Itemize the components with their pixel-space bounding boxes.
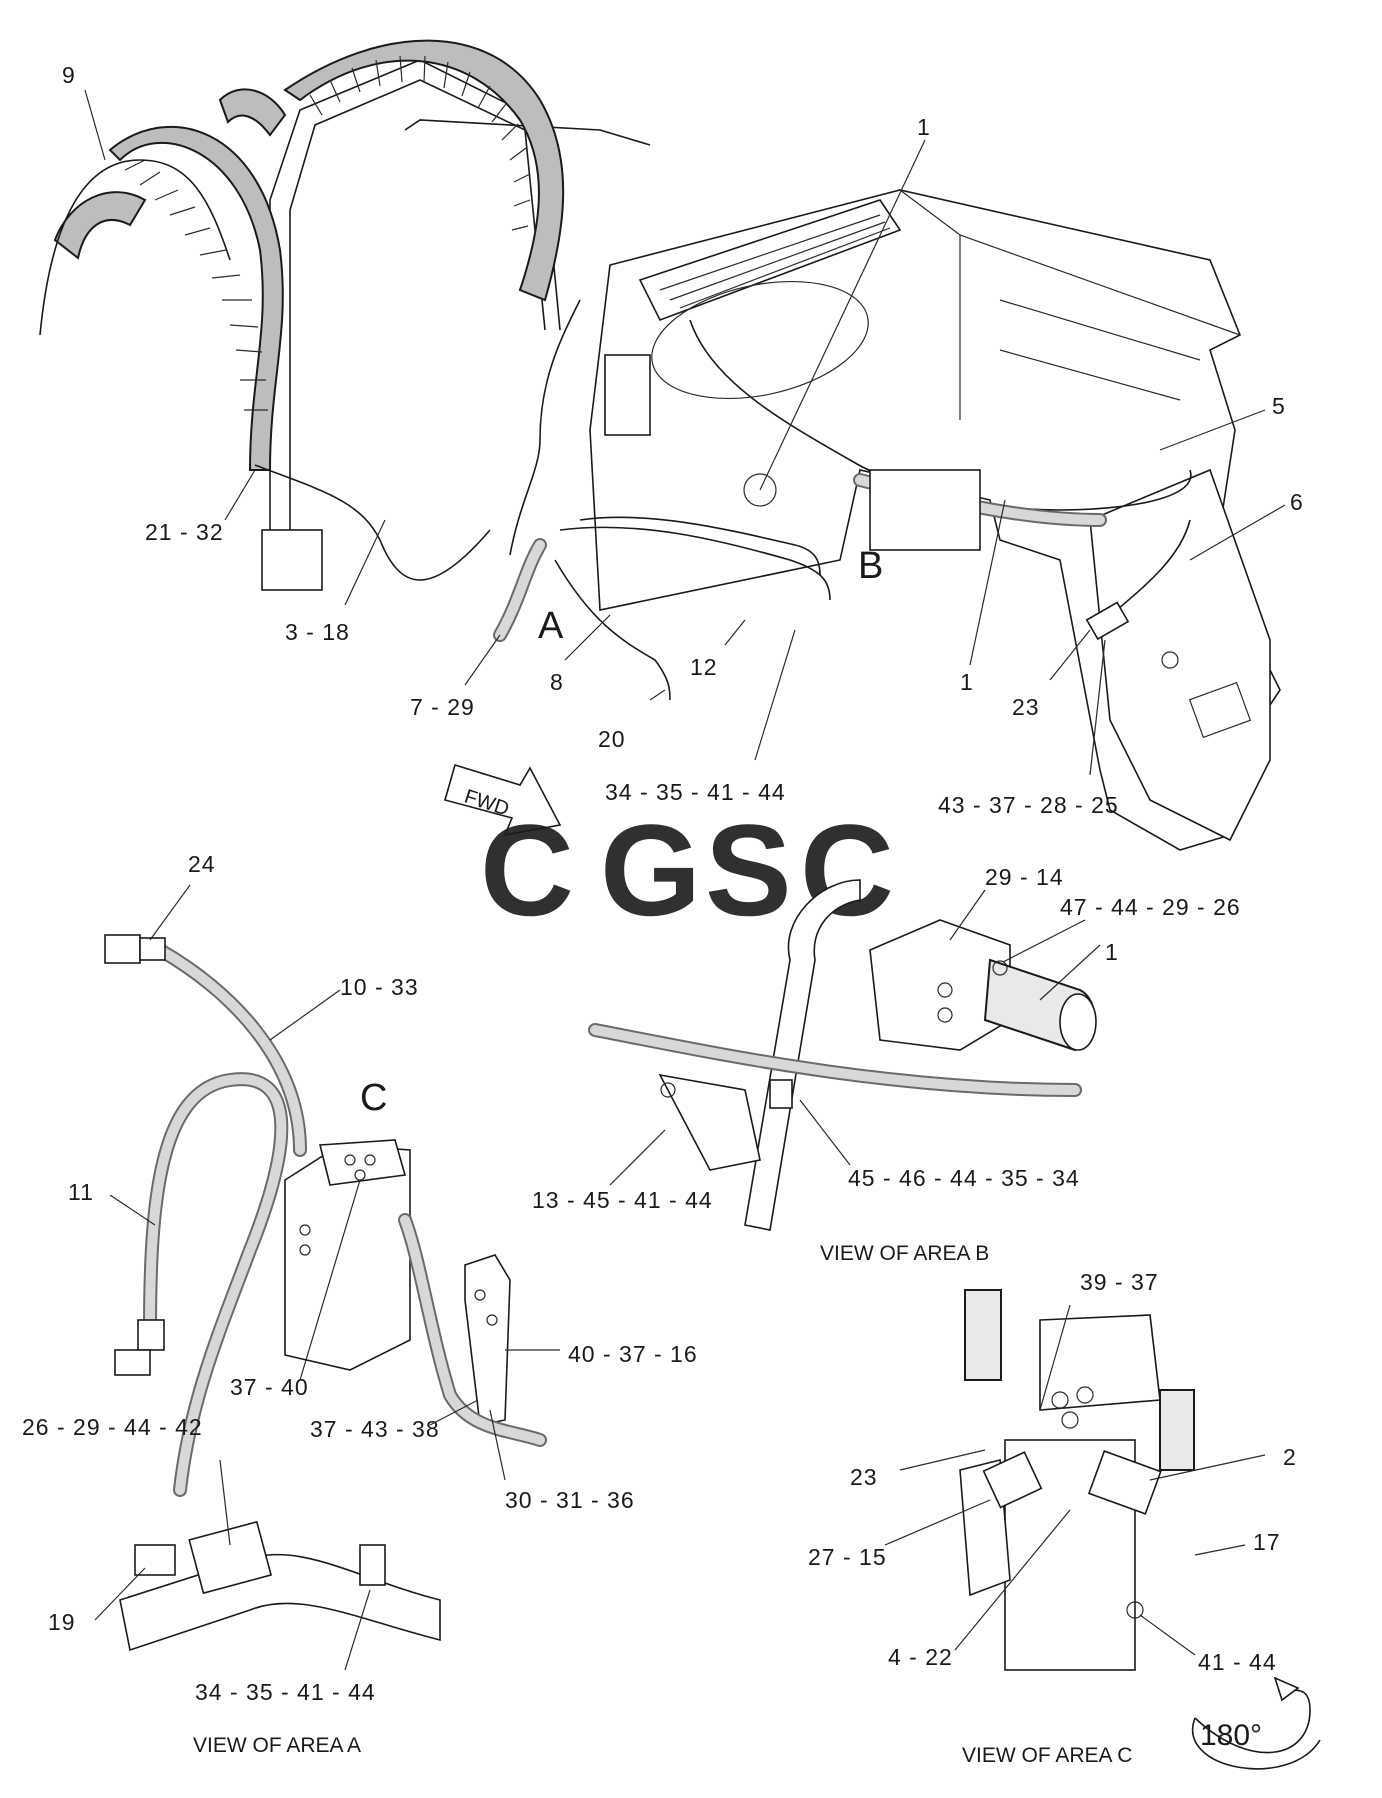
fitting-2 bbox=[1087, 1450, 1162, 1515]
callout-17: 17 bbox=[1253, 1529, 1281, 1555]
callout-labels: 9 1 5 6 21 - 32 3 - 18 7 - 29 8 12 20 1 … bbox=[22, 62, 1304, 1767]
pump-assembly bbox=[869, 469, 981, 551]
callout-4-22: 4 - 22 bbox=[888, 1644, 953, 1670]
rotation-arrow bbox=[1194, 1689, 1311, 1754]
rotation-label: 180° bbox=[1200, 1719, 1262, 1752]
callout-12: 12 bbox=[690, 654, 718, 680]
fitting-23 bbox=[1085, 601, 1130, 641]
watermark-letter-2: G bbox=[600, 797, 701, 943]
hose-9 bbox=[39, 159, 231, 336]
rops-arch-left bbox=[269, 59, 561, 590]
hose-8 bbox=[554, 559, 671, 701]
view-area-c: 180° bbox=[959, 1289, 1321, 1770]
panel-cutout bbox=[1188, 681, 1252, 739]
callout-1-mid: 1 bbox=[960, 669, 974, 695]
callout-47-44-29-26: 47 - 44 - 29 - 26 bbox=[1060, 894, 1241, 920]
caption-view-area-c: VIEW OF AREA C bbox=[962, 1744, 1132, 1767]
main-assembly: A B bbox=[39, 39, 1281, 851]
callout-2: 2 bbox=[1283, 1444, 1297, 1470]
grating-lines bbox=[659, 214, 891, 309]
valve-block bbox=[604, 354, 651, 436]
callout-45-46-44-35-34: 45 - 46 - 44 - 35 - 34 bbox=[848, 1165, 1080, 1191]
caption-view-area-b: VIEW OF AREA B bbox=[820, 1242, 989, 1265]
callout-41-44: 41 - 44 bbox=[1198, 1649, 1277, 1675]
fwd-arrow-shape bbox=[444, 763, 562, 837]
elbow-11 bbox=[114, 1349, 151, 1376]
area-letter-a: A bbox=[538, 605, 564, 647]
fitting-19 bbox=[134, 1544, 176, 1576]
view-area-b bbox=[588, 879, 1097, 1231]
area-letter-c: C bbox=[360, 1077, 387, 1119]
callout-26-29-44-42: 26 - 29 - 44 - 42 bbox=[22, 1414, 203, 1440]
bracket-40-37-16 bbox=[464, 1254, 511, 1426]
rops-post-b bbox=[744, 879, 861, 1231]
panel-bolt bbox=[1161, 651, 1179, 669]
hose-23-c bbox=[964, 1289, 1002, 1381]
frame-opening bbox=[651, 280, 869, 400]
rops-foot bbox=[261, 529, 323, 591]
filter-head-c bbox=[1039, 1314, 1161, 1411]
side-panel bbox=[1089, 468, 1271, 842]
hose-to-valve bbox=[509, 299, 581, 556]
callout-19: 19 bbox=[48, 1609, 76, 1635]
callout-1-b: 1 bbox=[1105, 939, 1119, 965]
deck-panel-lines bbox=[959, 235, 1201, 420]
callout-5: 5 bbox=[1272, 393, 1286, 419]
callout-10-33: 10 - 33 bbox=[340, 974, 419, 1000]
callout-37-43-38: 37 - 43 - 38 bbox=[310, 1416, 440, 1442]
bracket-13-45-41-44 bbox=[658, 1073, 761, 1171]
caption-view-area-a: VIEW OF AREA A bbox=[193, 1734, 361, 1757]
rops-rail bbox=[404, 119, 651, 146]
callout-34-35-41-44-top: 34 - 35 - 41 - 44 bbox=[605, 779, 786, 805]
hose-3-18 bbox=[254, 464, 491, 581]
callout-13-45-41-44: 13 - 45 - 41 - 44 bbox=[532, 1187, 713, 1213]
callout-30-31-36: 30 - 31 - 36 bbox=[505, 1487, 635, 1513]
elbow-24 bbox=[104, 934, 141, 964]
callout-7-29: 7 - 29 bbox=[410, 694, 475, 720]
callout-20: 20 bbox=[598, 726, 626, 752]
callout-24: 24 bbox=[188, 851, 216, 877]
area-letter-b: B bbox=[858, 545, 883, 587]
coiled-hose-small bbox=[53, 88, 287, 260]
clamp-45-46-44-35-34 bbox=[769, 1079, 793, 1109]
fitting-27-15 bbox=[982, 1451, 1043, 1509]
callout-34-35-41-44-bot: 34 - 35 - 41 - 44 bbox=[195, 1679, 376, 1705]
watermark: C G S C bbox=[480, 797, 894, 943]
watermark-letter-1: C bbox=[480, 797, 594, 943]
bolt-41-44 bbox=[1126, 1601, 1144, 1619]
rops-arch-left-inner bbox=[289, 79, 546, 590]
tube-12 bbox=[559, 526, 831, 601]
filter-head bbox=[318, 1139, 407, 1186]
callout-43-37-28-25: 43 - 37 - 28 - 25 bbox=[938, 792, 1119, 818]
hose-17 bbox=[1159, 1389, 1195, 1471]
callout-1-top: 1 bbox=[917, 114, 931, 140]
leader-lines bbox=[84, 89, 1286, 1671]
flange-26-29-44-42 bbox=[188, 1520, 273, 1595]
coiled-hose-left bbox=[108, 126, 284, 471]
tube-12-inner bbox=[579, 516, 821, 576]
callout-40-37-16: 40 - 37 - 16 bbox=[568, 1341, 698, 1367]
callout-21-32: 21 - 32 bbox=[145, 519, 224, 545]
harness-ring-1 bbox=[743, 473, 777, 507]
view-area-a bbox=[104, 934, 547, 1652]
callout-6: 6 bbox=[1290, 489, 1304, 515]
callout-27-15: 27 - 15 bbox=[808, 1544, 887, 1570]
callout-29-14: 29 - 14 bbox=[985, 864, 1064, 890]
callout-23-top: 23 bbox=[1012, 694, 1040, 720]
callout-8: 8 bbox=[550, 669, 564, 695]
watermark-letter-3: S bbox=[705, 797, 792, 943]
coiled-hose-center bbox=[283, 39, 565, 302]
callout-11: 11 bbox=[68, 1179, 94, 1205]
clamp-34-35-41-44 bbox=[359, 1544, 386, 1586]
callout-39-37: 39 - 37 bbox=[1080, 1269, 1159, 1295]
callout-9: 9 bbox=[62, 62, 76, 88]
callout-37-40: 37 - 40 bbox=[230, 1374, 309, 1400]
callout-3-18: 3 - 18 bbox=[285, 619, 350, 645]
callout-23-c: 23 bbox=[850, 1464, 878, 1490]
